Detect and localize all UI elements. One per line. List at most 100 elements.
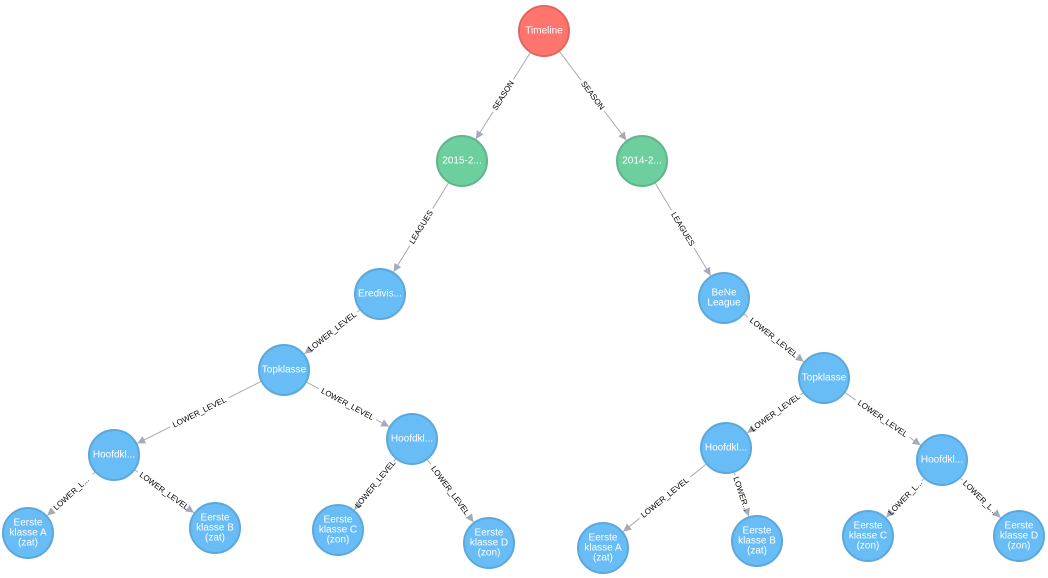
relationship-timeline-s2014[interactable]: SEASON — [558, 50, 627, 141]
node-circle[interactable] — [798, 352, 850, 404]
node-circle[interactable] — [88, 429, 140, 481]
relationship-hoofd4-ek_d2[interactable]: LOWER_L... — [959, 477, 1001, 519]
node-circle[interactable] — [436, 135, 488, 187]
node-circle[interactable] — [993, 510, 1045, 562]
relationship-line[interactable] — [844, 391, 857, 401]
node-label: Eerste — [201, 513, 230, 524]
node-label: (zat) — [747, 546, 767, 557]
relationship-line[interactable] — [558, 50, 582, 81]
relationship-hoofd4-ek_c2[interactable]: LOWER_L... — [885, 477, 925, 518]
node-hoofd4[interactable]: Hoofdkl... — [916, 434, 968, 486]
relationship-arrow[interactable] — [603, 110, 627, 141]
node-circle[interactable] — [312, 504, 364, 556]
relationship-hoofd2-ek_c1[interactable]: LOWER_LEVEL — [353, 458, 398, 511]
node-circle[interactable] — [700, 422, 752, 474]
relationship-topklasse1-hoofd2[interactable]: LOWER_LEVEL — [305, 381, 390, 428]
relationship-line[interactable] — [513, 51, 532, 80]
relationship-arrow[interactable] — [393, 245, 411, 273]
node-circle[interactable] — [577, 522, 629, 574]
relationship-line[interactable] — [654, 182, 672, 211]
relationship-topklasse2-hoofd4[interactable]: LOWER_LEVEL — [844, 391, 921, 446]
relationship-arrow[interactable] — [46, 507, 56, 516]
node-timeline[interactable]: Timeline — [518, 5, 570, 57]
node-circle[interactable] — [354, 268, 406, 320]
nodes-layer: Timeline 2015-2... 2014-2... Eredivis... Top… — [2, 5, 1045, 574]
node-circle[interactable] — [916, 434, 968, 486]
relationship-arrow[interactable] — [185, 504, 195, 514]
relationship-line[interactable] — [426, 458, 432, 465]
node-circle[interactable] — [463, 517, 515, 569]
relationship-topklasse2-hoofd3[interactable]: LOWER_LEVEL — [746, 392, 804, 434]
relationship-label: LOWER_LEVEL — [856, 398, 910, 439]
relationship-arrow[interactable] — [622, 517, 640, 532]
relationship-label: LOWER_L... — [52, 475, 91, 512]
relationship-arrow[interactable] — [376, 419, 390, 428]
node-label: klasse A — [9, 528, 47, 539]
relationship-line[interactable] — [228, 380, 262, 399]
node-circle[interactable] — [731, 515, 783, 567]
relationship-hoofd3-ek_b2[interactable]: LOWER... — [731, 471, 751, 517]
node-hoofd3[interactable]: Hoofdkl... — [700, 422, 752, 474]
relationship-arrow[interactable] — [137, 426, 171, 444]
relationship-arrow[interactable] — [354, 501, 363, 511]
relationship-arrow[interactable] — [304, 345, 314, 355]
node-label: Hoofdkl... — [921, 455, 963, 466]
relationship-arrow[interactable] — [991, 509, 1001, 519]
relationship-s2014-bene[interactable]: LEAGUES — [654, 182, 712, 276]
node-s2015[interactable]: 2015-2... — [436, 135, 488, 187]
node-circle[interactable] — [189, 502, 241, 554]
node-circle[interactable] — [386, 413, 438, 465]
relationship-hoofd3-ek_a2[interactable]: LOWER_LEVEL — [622, 463, 707, 532]
relationship-topklasse1-hoofd1[interactable]: LOWER_LEVEL — [137, 380, 262, 444]
relationship-label: LOWER_LEVEL — [353, 458, 397, 510]
relationship-arrow[interactable] — [746, 424, 756, 434]
node-label: Hoofdkl... — [93, 450, 135, 461]
node-circle[interactable] — [698, 272, 750, 324]
relationship-line[interactable] — [689, 463, 707, 478]
relationship-label: LOWER_LEVEL — [138, 470, 191, 512]
relationship-arrow[interactable] — [742, 507, 751, 517]
node-topklasse1[interactable]: Topklasse — [258, 344, 310, 396]
relationship-arrow[interactable] — [475, 111, 494, 140]
node-label: Topklasse — [802, 373, 847, 384]
relationship-arrow[interactable] — [794, 353, 805, 363]
relationship-eredivisie-topklasse1[interactable]: LOWER_LEVEL — [304, 309, 361, 355]
relationship-timeline-s2015[interactable]: SEASON — [475, 51, 532, 140]
edges-layer: SEASON SEASON LEAGUES LEAGUES LOWER_LEVEL LOW… — [46, 50, 1001, 532]
node-hoofd2[interactable]: Hoofdkl... — [386, 413, 438, 465]
node-circle[interactable] — [518, 5, 570, 57]
relationship-arrow[interactable] — [693, 247, 712, 276]
relationship-arrow[interactable] — [465, 513, 474, 523]
node-label: Hoofdkl... — [705, 443, 747, 454]
relationship-line[interactable] — [432, 182, 450, 209]
relationship-s2015-eredivisie[interactable]: LEAGUES — [393, 182, 450, 273]
node-s2014[interactable]: 2014-2... — [616, 135, 668, 187]
node-circle[interactable] — [842, 510, 894, 562]
node-circle[interactable] — [258, 344, 310, 396]
relationship-line[interactable] — [305, 381, 320, 390]
node-label: klasse C — [319, 525, 357, 536]
relationship-hoofd2-ek_d1[interactable]: LOWER_LEVEL — [426, 458, 474, 523]
node-topklasse2[interactable]: Topklasse — [798, 352, 850, 404]
relationship-label: LOWER_LEVEL — [320, 386, 376, 422]
relationship-bene-topklasse2[interactable]: LOWER_LEVEL — [743, 313, 805, 363]
relationship-hoofd1-ek_a1[interactable]: LOWER_L... — [46, 471, 96, 516]
node-eredivisie[interactable]: Eredivis... — [354, 268, 406, 320]
node-label: klasse B — [196, 523, 234, 534]
relationship-arrow[interactable] — [885, 508, 895, 518]
node-circle[interactable] — [616, 135, 668, 187]
node-circle[interactable] — [2, 507, 54, 559]
node-hoofd1[interactable]: Hoofdkl... — [88, 429, 140, 481]
relationship-arrow[interactable] — [909, 436, 921, 446]
relationship-hoofd1-ek_b1[interactable]: LOWER_LEVEL — [133, 469, 195, 514]
